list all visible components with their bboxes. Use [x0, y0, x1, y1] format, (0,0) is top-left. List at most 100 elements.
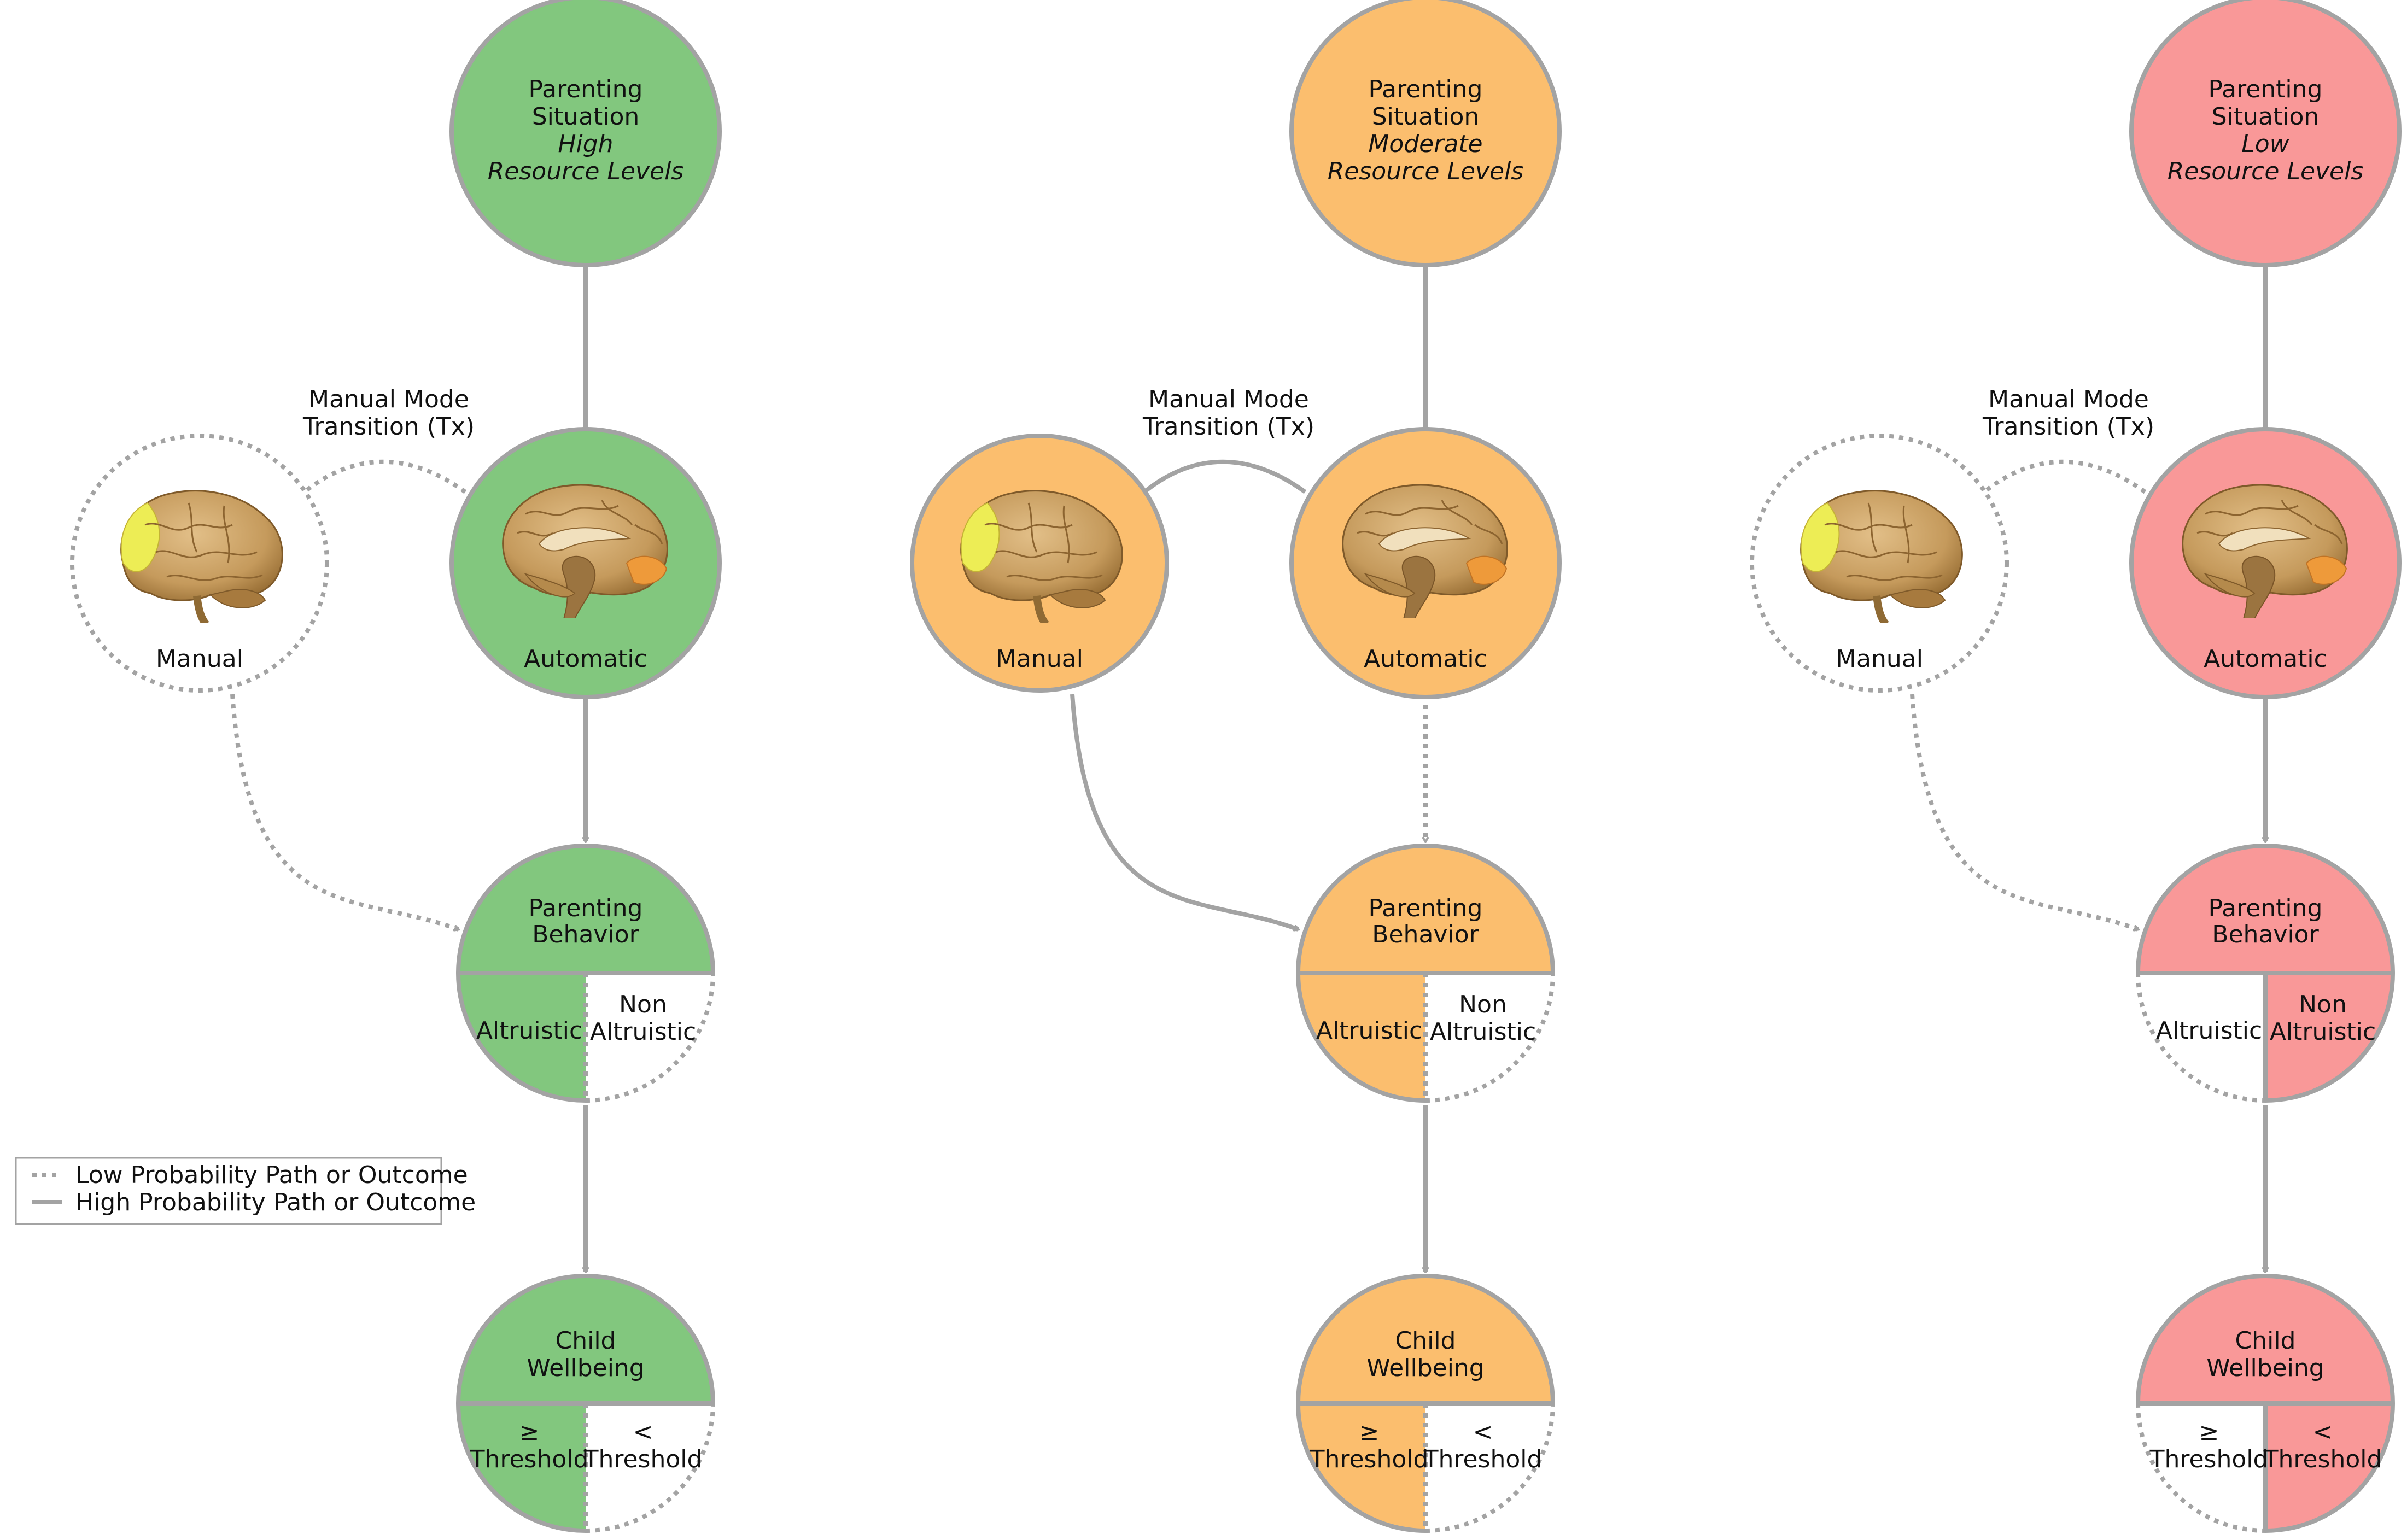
manual-mode-transition-arrow — [1138, 459, 1307, 497]
situation-label-line1: Parenting — [1369, 75, 1483, 103]
resource-level-label: Low — [2241, 130, 2289, 158]
manual-mode-node: Manual — [1750, 434, 2009, 693]
non-altruistic-label-line2: Altruistic — [1430, 1018, 1536, 1046]
manual-mode-node: Manual — [70, 434, 329, 693]
below-threshold-rim — [585, 1403, 715, 1533]
above-threshold-label: Threshold — [470, 1445, 589, 1473]
manual-label: Manual — [996, 645, 1083, 673]
wellbeing-top-rim — [1296, 1274, 1555, 1404]
resource-levels-label: Resource Levels — [488, 157, 684, 185]
below-threshold-symbol: < — [2313, 1418, 2333, 1446]
above-threshold-symbol: ≥ — [1359, 1418, 1380, 1446]
altruistic-label: Altruistic — [2156, 1017, 2262, 1045]
above-threshold-label: Threshold — [2149, 1445, 2269, 1473]
above-threshold-rim — [456, 1403, 586, 1533]
transition-label-line2: Transition (Tx) — [302, 413, 475, 441]
above-threshold-quadrant — [2138, 1403, 2265, 1531]
altruistic-rim — [2136, 973, 2266, 1103]
above-threshold-symbol: ≥ — [519, 1418, 540, 1446]
behavior-label-line2: Behavior — [1372, 921, 1479, 948]
below-threshold-label: Threshold — [2263, 1445, 2382, 1473]
non-altruistic-quadrant — [1425, 973, 1553, 1100]
altruistic-quadrant — [1298, 973, 1425, 1100]
above-threshold-quadrant — [458, 1403, 586, 1531]
below-threshold-quadrant — [2265, 1403, 2393, 1531]
manual-label: Manual — [156, 645, 243, 673]
below-threshold-quadrant — [1425, 1403, 1553, 1531]
manual-to-behavior-arrow — [230, 694, 458, 929]
resource-level-label: High — [558, 130, 613, 158]
legend-low-probability-label: Low Probability Path or Outcome — [75, 1161, 468, 1189]
wellbeing-top-fill — [1298, 1276, 1553, 1403]
altruistic-quadrant — [458, 973, 586, 1100]
legend: Low Probability Path or Outcome High Pro… — [15, 1157, 476, 1225]
wellbeing-label-line2: Wellbeing — [2206, 1354, 2324, 1382]
behavior-top-fill — [2138, 846, 2393, 973]
transition-label-line2: Transition (Tx) — [1982, 413, 2154, 441]
parenting-situation-circle — [1289, 0, 1562, 267]
parenting-situation-circle — [2129, 0, 2402, 267]
transition-label-line1: Manual Mode — [1988, 385, 2149, 413]
resource-levels-label: Resource Levels — [1328, 157, 1524, 185]
above-threshold-label: Threshold — [1310, 1445, 1429, 1473]
altruistic-quadrant — [2138, 973, 2265, 1100]
transition-label-line1: Manual Mode — [308, 385, 469, 413]
wellbeing-top-fill — [458, 1276, 713, 1403]
manual-label: Manual — [1836, 645, 1923, 673]
non-altruistic-label-line2: Altruistic — [590, 1018, 696, 1046]
behavior-label-line1: Parenting — [529, 894, 643, 922]
legend-box — [15, 1157, 442, 1225]
non-altruistic-label-line1: Non — [2299, 991, 2347, 1018]
behavior-label-line1: Parenting — [2209, 894, 2323, 922]
non-altruistic-quadrant — [2265, 973, 2393, 1100]
situation-label-line2: Situation — [532, 103, 640, 131]
transition-label-line1: Manual Mode — [1148, 385, 1309, 413]
manual-mode-transition-arrow — [1978, 459, 2147, 497]
non-altruistic-quadrant — [586, 973, 713, 1100]
legend-high-probability-label: High Probability Path or Outcome — [75, 1188, 476, 1216]
manual-mode-transition-arrow — [298, 459, 467, 497]
non-altruistic-rim — [1425, 973, 1555, 1103]
wellbeing-label-line1: Child — [556, 1327, 616, 1355]
automatic-mode-node: Automatic — [2129, 427, 2402, 699]
situation-label-line2: Situation — [2212, 103, 2320, 131]
automatic-label: Automatic — [1364, 645, 1487, 673]
resource-level-label: Moderate — [1368, 130, 1482, 158]
manual-mode-node: Manual — [910, 434, 1169, 693]
behavior-label-line1: Parenting — [1369, 894, 1483, 922]
altruistic-label: Altruistic — [476, 1017, 582, 1045]
behavior-top-rim — [456, 844, 715, 974]
situation-label-line1: Parenting — [2209, 75, 2323, 103]
above-threshold-rim — [1296, 1403, 1426, 1533]
altruistic-label: Altruistic — [1316, 1017, 1422, 1045]
wellbeing-top-fill — [2138, 1276, 2393, 1403]
altruistic-rim — [1296, 973, 1426, 1103]
behavior-top-fill — [458, 846, 713, 973]
situation-label-line2: Situation — [1372, 103, 1480, 131]
below-threshold-rim — [1425, 1403, 1555, 1533]
above-threshold-rim — [2136, 1403, 2266, 1533]
manual-to-behavior-arrow — [1910, 694, 2138, 929]
wellbeing-label-line1: Child — [2235, 1327, 2296, 1355]
wellbeing-label-line2: Wellbeing — [1366, 1354, 1485, 1382]
below-threshold-quadrant — [586, 1403, 713, 1531]
wellbeing-top-rim — [456, 1274, 715, 1404]
automatic-label: Automatic — [2204, 645, 2327, 673]
automatic-mode-node: Automatic — [1289, 427, 1562, 699]
below-threshold-symbol: < — [633, 1418, 653, 1446]
behavior-label-line2: Behavior — [2212, 921, 2319, 948]
automatic-mode-node: Automatic — [449, 427, 722, 699]
wellbeing-label-line2: Wellbeing — [527, 1354, 645, 1382]
below-threshold-symbol: < — [1473, 1418, 1493, 1446]
non-altruistic-rim — [2265, 973, 2395, 1103]
below-threshold-rim — [2265, 1403, 2395, 1533]
